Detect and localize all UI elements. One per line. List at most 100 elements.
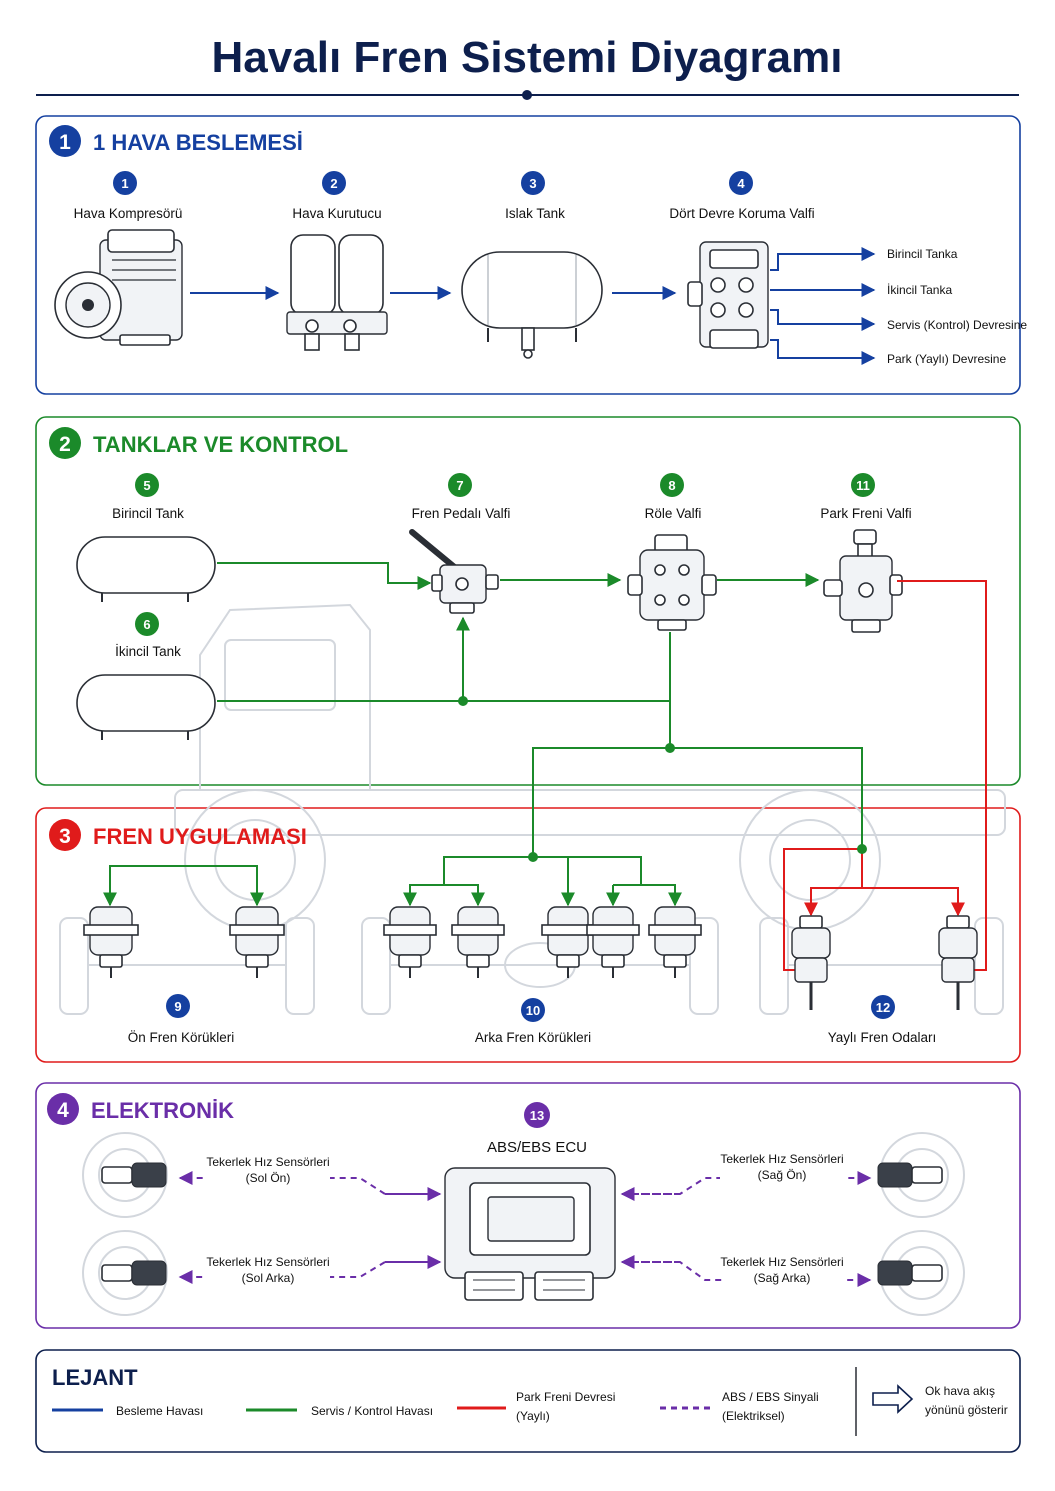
legend-label-line2: (Yaylı) [516,1409,550,1423]
compressor-icon [54,229,183,346]
brake-chamber-icon [83,906,139,978]
legend-frame [35,1349,1021,1453]
supply-air-lines [190,247,876,365]
page-title: Havalı Fren Sistemi Diyagramı [212,33,843,82]
section-badge-number: 3 [59,825,71,848]
rear-line [409,884,485,907]
component-badge [521,998,545,1022]
component-four-circuit-valve: 4 Dört Devre Koruma Valfi [669,171,815,349]
brake-chamber-icon [383,906,437,978]
component-number: 11 [856,478,870,493]
section-frame-application [35,807,1021,1063]
legend-item-service: Servis / Kontrol Havası [246,1404,433,1418]
legend-arrow-note: Ok hava akış [925,1384,995,1398]
service-air-lines-application [103,856,682,907]
brake-chamber-icon [541,906,595,978]
park-brake-lines [783,580,987,971]
section-title-tanks: TANKLAR VE KONTROL [93,432,348,457]
park-line-top-left [804,887,862,917]
park-line-main [897,580,987,971]
legend-label: Servis / Kontrol Havası [311,1404,433,1418]
park-line-left-chamber [783,848,862,971]
component-secondary-tank: 6 İkincil Tank [76,612,216,740]
component-badge [322,171,346,195]
component-label: Ön Fren Körükleri [128,1030,235,1045]
component-badge [135,612,159,636]
component-number: 13 [530,1108,544,1123]
component-spring-chambers: 12 Yaylı Fren Odaları [828,995,937,1045]
component-number: 4 [737,176,745,191]
park-line-top-right [862,887,965,917]
wheel-speed-sensor-icon [82,1132,168,1218]
component-badge [851,473,875,497]
component-badge [871,995,895,1019]
spring-brake-icon [791,915,831,1010]
air-dryer-icon [286,234,388,351]
component-label: Yaylı Fren Odaları [828,1030,937,1045]
section-title-supply: 1 HAVA BESLEMESİ [93,130,303,155]
component-pedal-valve: 7 Fren Pedalı Valfi [409,473,511,614]
output-label-secondary: İkincil Tanka [887,283,952,297]
component-air-dryer: 2 Hava Kurutucu [286,171,388,351]
sensor-label-right-rear: Tekerlek Hız Sensörleri [720,1255,843,1269]
pedal-valve-icon [409,529,499,614]
service-line-primary-to-pedal [217,562,432,590]
component-number: 8 [668,478,675,493]
component-label: Islak Tank [505,206,565,221]
section-badge-electronics [47,1093,79,1125]
sensor-label-left-rear: Tekerlek Hız Sensörleri [206,1255,329,1269]
legend-item-signal: ABS / EBS Sinyali (Elektriksel) [660,1390,819,1423]
legend-title: LEJANT [52,1365,138,1390]
section-badge-number: 4 [57,1099,69,1122]
wheel-speed-sensor-icon [877,1132,965,1218]
section-heading-tanks: 2 TANKLAR VE KONTROL [49,427,348,459]
component-number: 12 [876,1000,890,1015]
legend-item-park: Park Freni Devresi (Yaylı) [457,1390,615,1423]
component-label: Fren Pedalı Valfi [412,506,511,521]
section-frame-electronics [35,1082,1021,1329]
component-badge [729,171,753,195]
component-badge [166,994,190,1018]
component-number: 9 [174,999,181,1014]
component-label: Dört Devre Koruma Valfi [669,206,814,221]
sensor-sublabel-left-front: (Sol Ön) [246,1171,291,1185]
component-primary-tank: 5 Birincil Tank [76,473,216,602]
component-relay-valve: 8 Röle Valfi [627,473,717,631]
brake-chamber-icon [648,906,702,978]
component-label: ABS/EBS ECU [487,1139,587,1156]
section-badge-number: 2 [59,433,71,456]
spring-brake-icon [938,915,978,1010]
tank-icon [76,536,216,602]
component-number: 1 [121,176,128,191]
section-title-application: FREN UYGULAMASI [93,824,307,849]
component-number: 5 [143,478,150,493]
sensor-sublabel-right-front: (Sağ Ön) [758,1168,807,1182]
component-park-valve: 11 Park Freni Valfi [820,473,912,633]
component-label: Hava Kompresörü [74,206,183,221]
section-frame-tanks [35,416,1021,786]
component-badge [135,473,159,497]
component-badge [660,473,684,497]
output-label-park: Park (Yaylı) Devresine [887,352,1006,366]
legend-label: Besleme Havası [116,1404,203,1418]
legend-label: Park Freni Devresi [516,1390,615,1404]
legend-item-arrow: Ok hava akış yönünü gösterir [872,1384,1008,1417]
junction-dot [665,743,675,753]
brake-chamber-icon [229,906,285,978]
sensor-sublabel-left-rear: (Sol Arka) [242,1271,295,1285]
front-line [109,865,264,907]
sensor-sublabel-right-rear: (Sağ Arka) [754,1271,811,1285]
component-label: Röle Valfi [645,506,702,521]
component-badge [113,171,137,195]
park-valve-icon [823,529,903,633]
component-number: 3 [529,176,536,191]
section-badge-supply [49,125,81,157]
ecu-icon [444,1167,616,1301]
component-number: 7 [456,478,463,493]
rear-line-center [443,856,642,885]
section-heading-application: 3 FREN UYGULAMASI [49,819,307,851]
component-label: Park Freni Valfi [820,506,911,521]
component-label: Hava Kurutucu [292,206,381,221]
wheel-speed-sensor-icon [82,1230,168,1316]
